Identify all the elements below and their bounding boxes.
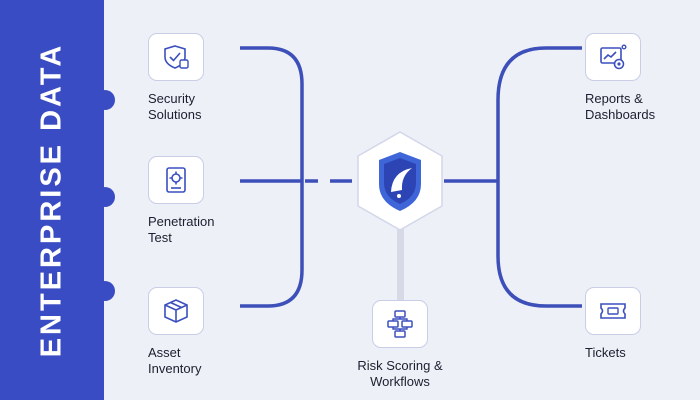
reports-dashboards-label: Reports & Dashboards [585,91,656,122]
risk-scoring-node [372,300,428,348]
gear-document-icon [163,166,189,194]
risk-scoring-label: Risk Scoring & Workflows [357,358,443,389]
tickets-node [585,287,641,335]
shield-check-icon [162,43,190,71]
sidebar-notch [95,187,115,207]
sidebar: ENTERPRISE DATA [0,0,104,400]
hub-stem-connector [397,228,404,300]
security-solutions-label: Security Solutions [148,91,202,122]
right-bracket-connector [496,46,582,308]
tickets-label: Tickets [585,345,626,360]
asset-inventory-label: Asset Inventory [148,345,202,376]
security-solutions-node [148,33,204,81]
shield-logo-icon [379,152,421,211]
penetration-test-label: Penetration Test [148,214,215,245]
report-chart-icon [598,43,628,71]
sidebar-notch [95,90,115,110]
ticket-icon [598,299,628,323]
penetration-test-node [148,156,204,204]
left-bracket-connector [240,46,304,308]
asset-inventory-node [148,287,204,335]
reports-dashboards-node [585,33,641,81]
flowchart-icon [385,309,415,339]
sidebar-notch [95,281,115,301]
box-icon [162,297,190,325]
